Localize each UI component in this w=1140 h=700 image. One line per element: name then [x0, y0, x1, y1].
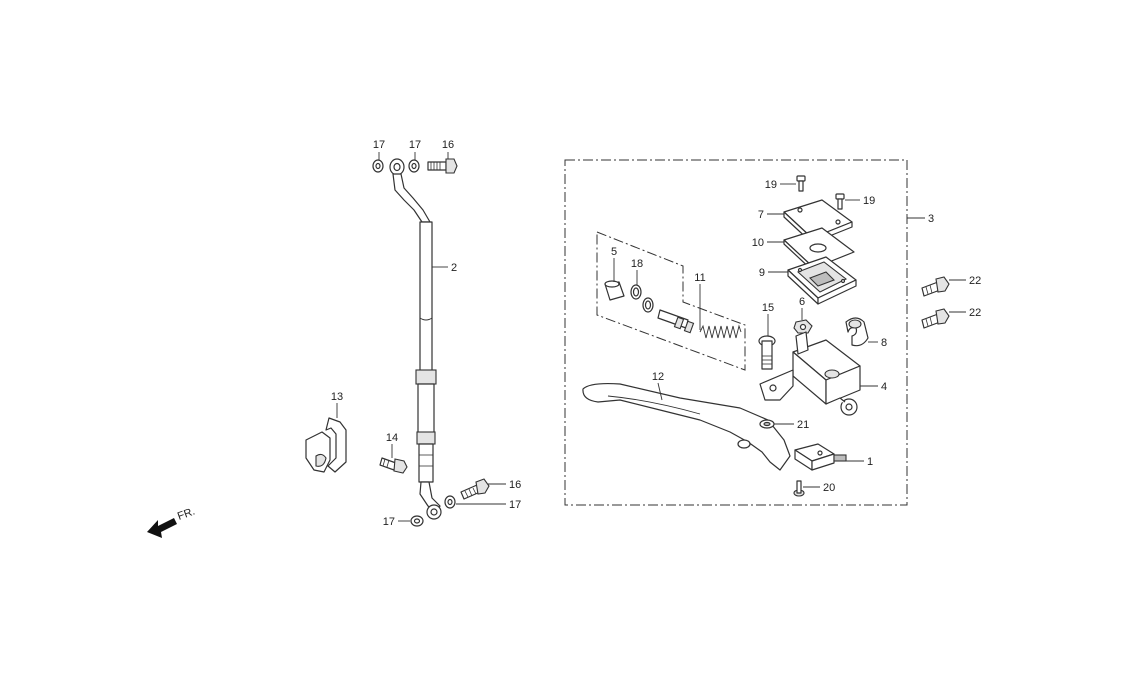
pivot-bolt-15	[758, 335, 776, 370]
callout-19-left: 19	[765, 179, 777, 191]
front-arrow-icon	[147, 518, 177, 538]
hose-clamp-13	[305, 417, 347, 473]
screw-19-right	[835, 193, 845, 210]
callout-12: 12	[652, 371, 664, 383]
callout-5: 5	[611, 246, 617, 258]
boot-5	[604, 280, 625, 301]
brake-hose-group	[305, 158, 490, 527]
callout-22-lower: 22	[969, 307, 981, 319]
callout-22-upper: 22	[969, 275, 981, 287]
bolt-14	[379, 457, 408, 474]
callout-16-bottom: 16	[509, 479, 521, 491]
callout-9: 9	[759, 267, 765, 279]
brake-switch-1	[794, 443, 847, 471]
callouts: 17 17 16 2 13 14 16 17 17 19 19 3 7 10 9…	[331, 139, 981, 528]
banjo-bolt-16-bottom	[460, 478, 490, 500]
piston-11	[657, 309, 695, 334]
piston-kit-boundary-11	[596, 231, 746, 371]
diaphragm-9	[787, 256, 857, 305]
brake-hose-2	[389, 158, 442, 520]
callout-17-bottom-right: 17	[509, 499, 521, 511]
callout-14: 14	[386, 432, 398, 444]
leader-lines	[336, 152, 966, 522]
master-cylinder-body-4	[759, 331, 861, 416]
callout-21: 21	[797, 419, 809, 431]
callout-13: 13	[331, 391, 343, 403]
bolt-22-upper	[921, 276, 950, 297]
callout-11: 11	[694, 272, 705, 284]
bolt-22-lower	[921, 308, 950, 329]
assembly-boundary-3	[564, 159, 908, 506]
nut-6	[793, 319, 813, 334]
callout-8: 8	[881, 337, 887, 349]
callout-18: 18	[631, 258, 643, 270]
callout-17-bottom-left: 17	[383, 516, 395, 528]
brake-lever-12	[582, 382, 791, 471]
callout-15: 15	[762, 302, 774, 314]
callout-7: 7	[758, 209, 764, 221]
screw-20	[793, 480, 805, 497]
holder-8	[845, 317, 869, 347]
callout-19-right: 19	[863, 195, 875, 207]
callout-2: 2	[451, 262, 457, 274]
callout-17-top-right: 17	[409, 139, 421, 151]
screw-19-left	[796, 175, 806, 192]
callout-4: 4	[881, 381, 887, 393]
banjo-bolt-16-top	[427, 158, 458, 174]
callout-20: 20	[823, 482, 835, 494]
front-direction-label: FR.	[176, 505, 197, 522]
callout-1: 1	[867, 456, 873, 468]
callout-16-top: 16	[442, 139, 454, 151]
callout-10: 10	[752, 237, 764, 249]
callout-3: 3	[928, 213, 934, 225]
front-direction-indicator: FR.	[147, 505, 197, 538]
master-cylinder-group	[564, 159, 950, 506]
spring-11	[699, 324, 742, 339]
callout-17-top-left: 17	[373, 139, 385, 151]
callout-6: 6	[799, 296, 805, 308]
